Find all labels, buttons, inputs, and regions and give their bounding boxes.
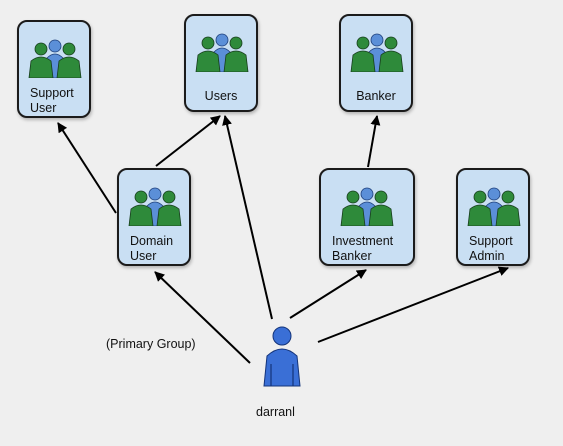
group-node-banker[interactable]: Banker [339,14,413,112]
group-icon [128,187,182,226]
primary-group-label: (Primary Group) [106,337,196,351]
group-node-domain-user[interactable]: Domain User [117,168,191,266]
group-node-users[interactable]: Users [184,14,258,112]
group-icon [28,39,82,78]
group-node-investment-banker[interactable]: Investment Banker [319,168,415,266]
group-node-support-user[interactable]: Support User [17,20,91,118]
edge-domainuser-supportuser [57,122,117,214]
group-label: Users [204,89,238,103]
group-label: Banker [356,89,396,103]
user-name-label: darranl [256,405,295,419]
edge-darranl-users [222,115,273,320]
group-label: Domain User [130,234,174,263]
group-icon [340,187,394,226]
edge-darranl-investmentbanker [289,269,367,319]
group-label: Support User [30,86,74,115]
group-icon [467,187,521,226]
group-label: Investment Banker [332,234,394,263]
edge-domainuser-users [155,115,221,167]
group-node-support-admin[interactable]: Support Admin [456,168,530,266]
group-icon [195,33,249,72]
group-icon [350,33,404,72]
user-icon[interactable] [259,326,305,388]
edge-darranl-supportadmin [317,266,509,343]
edge-investmentbanker-banker [367,115,381,168]
group-label: Support Admin [469,234,513,263]
edge-darranl-domainuser [154,271,251,364]
